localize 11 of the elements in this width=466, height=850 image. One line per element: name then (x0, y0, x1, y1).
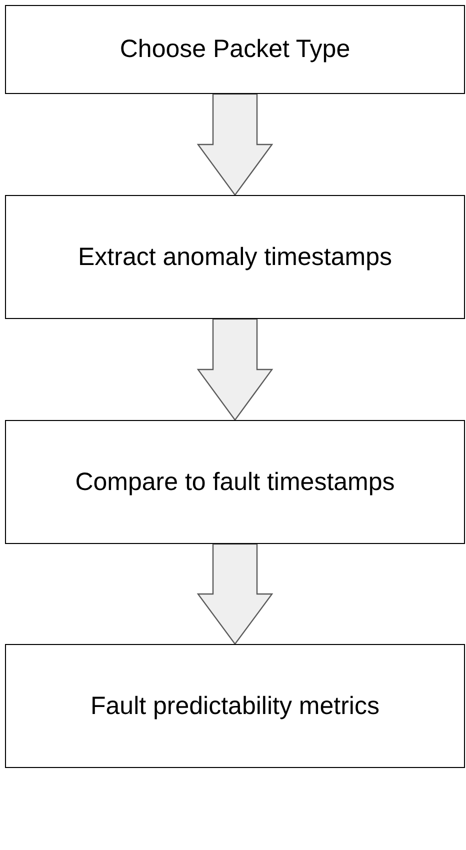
step-label: Fault predictability metrics (90, 690, 380, 722)
step-label: Choose Packet Type (118, 34, 352, 66)
process-box (5, 420, 465, 544)
arrow (196, 93, 274, 196)
process-box (5, 195, 465, 319)
arrow (196, 543, 274, 645)
step-label: Compare to fault timestamps (74, 466, 396, 498)
arrow (196, 318, 274, 422)
process-box (5, 644, 465, 768)
step-label: Extract anomaly timestamps (77, 242, 393, 273)
process-box (5, 5, 465, 94)
